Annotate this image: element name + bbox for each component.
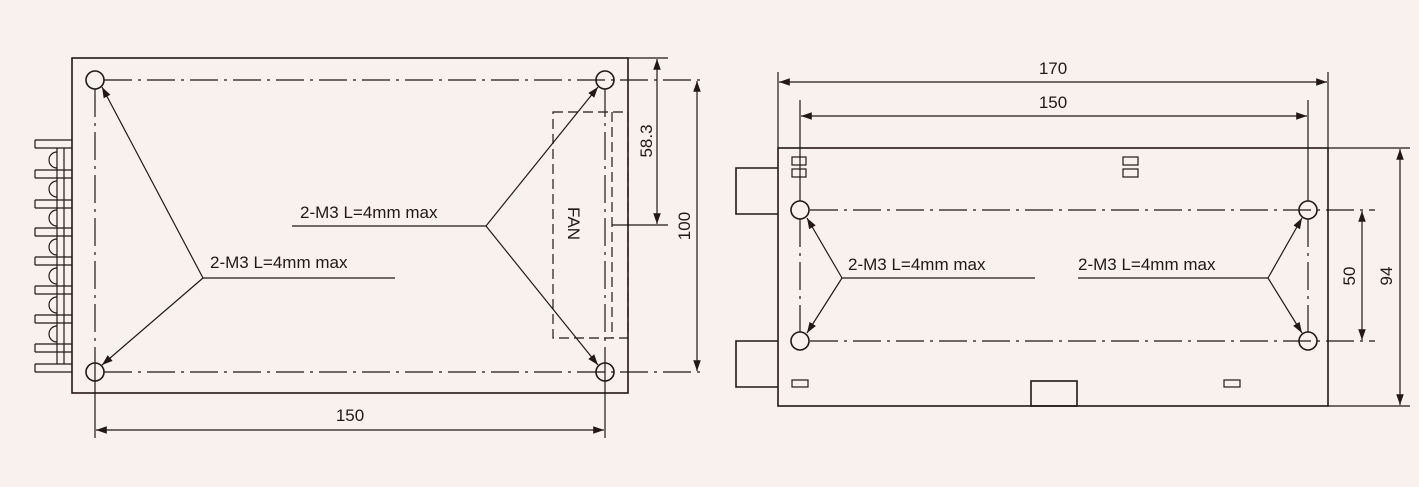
chassis-outline <box>777 147 1329 407</box>
dim-overall-width: 170 <box>1039 59 1067 78</box>
hole-label: 2-M3 L=4mm max <box>848 255 986 274</box>
mounting-hole <box>595 70 615 90</box>
terminal-block <box>34 139 72 373</box>
vents <box>791 156 1241 388</box>
side-view: 2-M3 L=4mm max 2-M3 L=4mm max 170 150 50… <box>735 59 1410 407</box>
dim-fan-offset: 58.3 <box>637 124 656 157</box>
hole-label: 2-M3 L=4mm max <box>1078 255 1216 274</box>
hole-label: 2-M3 L=4mm max <box>210 253 348 272</box>
dim-hole-height: 50 <box>1340 267 1359 286</box>
dim-hole-width: 150 <box>1039 93 1067 112</box>
mounting-hole <box>85 70 105 90</box>
top-view: FAN 2-M3 L=4mm max 2-M3 L=4mm max 150 58… <box>34 57 706 438</box>
dim-height: 100 <box>675 212 694 240</box>
connector <box>735 167 778 388</box>
mounting-hole <box>1298 331 1318 351</box>
fan-label: FAN <box>564 207 583 240</box>
mounting-hole <box>790 200 810 220</box>
mounting-hole <box>790 331 810 351</box>
hole-label: 2-M3 L=4mm max <box>300 203 438 222</box>
dim-width: 150 <box>336 406 364 425</box>
bottom-tab <box>1030 380 1078 407</box>
dim-overall-height: 94 <box>1377 267 1396 286</box>
